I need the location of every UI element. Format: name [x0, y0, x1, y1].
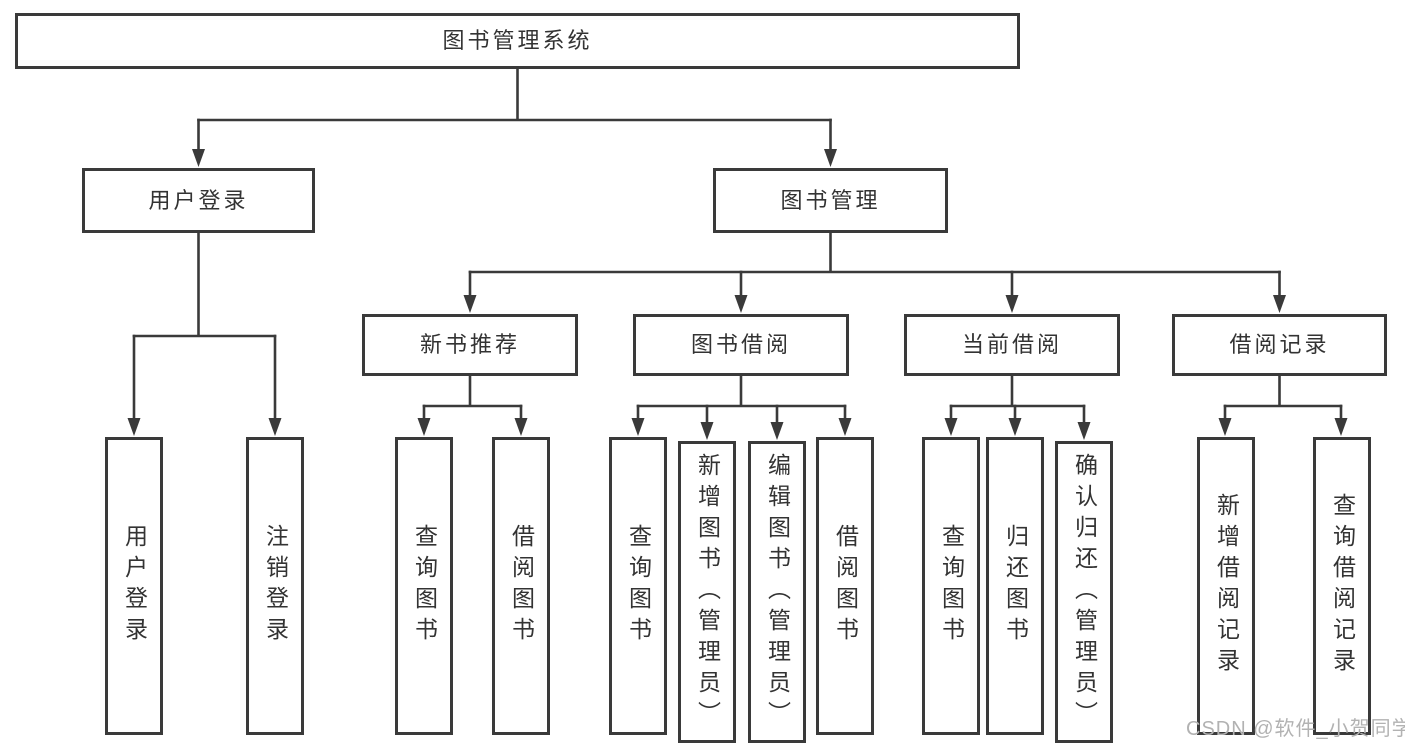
leaf-newbook-borrow-books: 借阅图书: [492, 437, 550, 735]
node-root: 图书管理系统: [15, 13, 1020, 69]
leaf-borrowing-edit-books-admin-label: 编辑图书（管理员）: [764, 452, 791, 732]
node-book-borrowing: 图书借阅: [633, 314, 849, 376]
leaf-current-return-books: 归还图书: [986, 437, 1044, 735]
leaf-user-login: 用户登录: [105, 437, 163, 735]
leaf-records-query-record: 查询借阅记录: [1313, 437, 1371, 735]
leaf-records-query-record-label: 查询借阅记录: [1329, 493, 1356, 679]
node-new-book-recommendation: 新书推荐: [362, 314, 578, 376]
node-book-management: 图书管理: [713, 168, 948, 233]
leaf-logout-login: 注销登录: [246, 437, 304, 735]
arrowheads: [127, 149, 1348, 440]
node-current-borrowing: 当前借阅: [904, 314, 1120, 376]
node-root-label: 图书管理系统: [442, 28, 593, 53]
leaf-borrowing-add-books-admin-label: 新增图书（管理员）: [694, 452, 721, 732]
leaf-current-return-books-label: 归还图书: [1002, 524, 1029, 648]
leaf-borrowing-add-books-admin: 新增图书（管理员）: [678, 441, 736, 743]
leaf-borrowing-query-books: 查询图书: [609, 437, 667, 735]
connector-segments: [132, 69, 1343, 425]
node-current-borrowing-label: 当前借阅: [961, 332, 1062, 357]
watermark: CSDN @软件_小贺同学: [1186, 718, 1405, 740]
node-new-book-recommendation-label: 新书推荐: [419, 332, 520, 357]
node-user-login-label: 用户登录: [148, 187, 249, 213]
node-user-login: 用户登录: [82, 168, 315, 233]
leaf-current-query-books: 查询图书: [922, 437, 980, 735]
leaf-current-confirm-return-admin: 确认归还（管理员）: [1055, 441, 1113, 743]
node-book-management-label: 图书管理: [780, 187, 881, 213]
leaf-borrowing-borrow-books-label: 借阅图书: [832, 524, 859, 648]
node-book-borrowing-label: 图书借阅: [690, 332, 791, 357]
leaf-current-confirm-return-admin-label: 确认归还（管理员）: [1071, 452, 1098, 732]
leaf-borrowing-query-books-label: 查询图书: [625, 524, 652, 648]
leaf-user-login-label: 用户登录: [121, 524, 148, 648]
leaf-borrowing-edit-books-admin: 编辑图书（管理员）: [748, 441, 806, 743]
node-borrowing-records-label: 借阅记录: [1229, 332, 1330, 357]
leaf-newbook-query-books-label: 查询图书: [411, 524, 438, 648]
leaf-records-add-record: 新增借阅记录: [1197, 437, 1255, 735]
leaf-borrowing-borrow-books: 借阅图书: [816, 437, 874, 735]
leaf-records-add-record-label: 新增借阅记录: [1213, 493, 1240, 679]
leaf-logout-login-label: 注销登录: [262, 524, 289, 648]
leaf-current-query-books-label: 查询图书: [938, 524, 965, 648]
leaf-newbook-borrow-books-label: 借阅图书: [508, 524, 535, 648]
node-borrowing-records: 借阅记录: [1172, 314, 1387, 376]
leaf-newbook-query-books: 查询图书: [395, 437, 453, 735]
